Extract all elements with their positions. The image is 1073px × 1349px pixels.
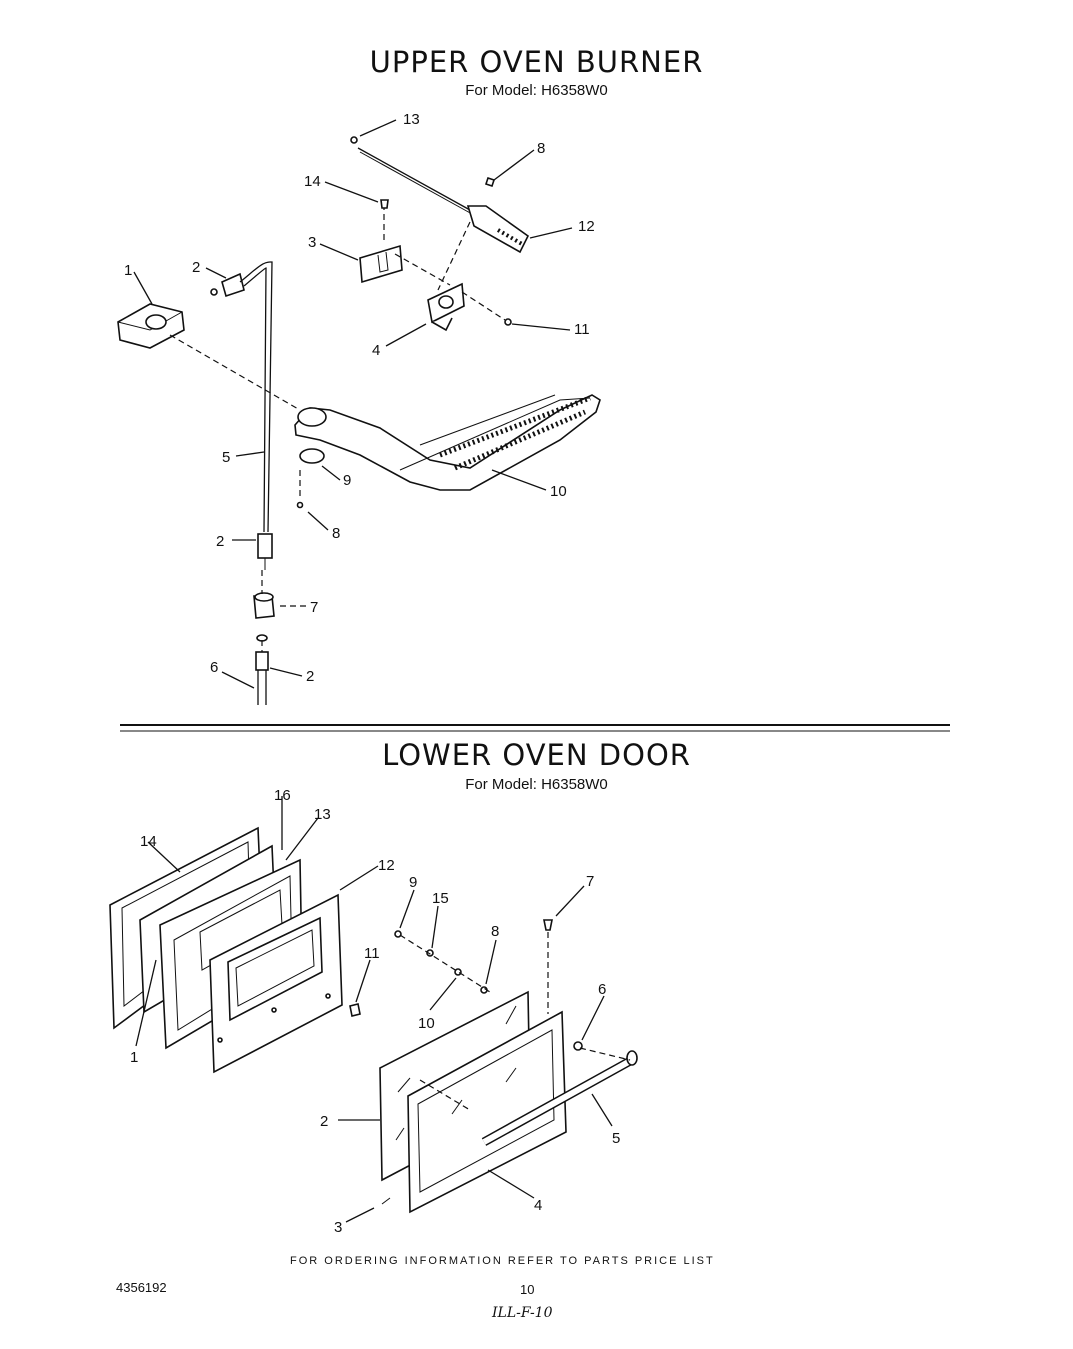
callout-7: 7 <box>586 873 594 890</box>
callout-12: 12 <box>378 857 395 874</box>
leader-5 <box>591 1093 613 1127</box>
callout-2: 2 <box>320 1113 328 1130</box>
callout-3: 3 <box>334 1219 342 1236</box>
leader-9 <box>399 889 415 929</box>
door-frame <box>407 1010 567 1214</box>
leader-2a <box>205 267 227 279</box>
leader-9 <box>321 465 341 481</box>
callout-14: 14 <box>304 173 321 190</box>
leader-11 <box>355 959 371 1003</box>
leader-5 <box>235 451 265 457</box>
callout-10: 10 <box>550 483 567 500</box>
callout-13: 13 <box>403 111 420 128</box>
leader-1 <box>133 271 153 305</box>
callout-15: 15 <box>432 890 449 907</box>
callout-12: 12 <box>578 218 595 235</box>
leader-12 <box>339 865 379 891</box>
callout-1: 1 <box>130 1049 138 1066</box>
callout-7: 7 <box>310 599 318 616</box>
ordering-notice: FOR ORDERING INFORMATION REFER TO PARTS … <box>290 1255 715 1267</box>
leader-13 <box>285 817 319 861</box>
leader-4 <box>487 1169 535 1199</box>
lower-section-title: LOWER OVEN DOOR <box>382 738 691 772</box>
leader-13 <box>359 119 397 137</box>
callout-2: 2 <box>192 259 200 276</box>
leader-6 <box>221 671 255 689</box>
callout-8: 8 <box>491 923 499 940</box>
upper-diagram: 13 8 14 12 3 1 2 11 4 5 9 10 8 2 7 6 2 <box>117 111 601 705</box>
callout-8: 8 <box>537 140 545 157</box>
leader-15 <box>431 905 439 949</box>
page-number: 10 <box>520 1282 535 1297</box>
leader-10 <box>429 977 457 1011</box>
leader-12 <box>529 227 573 239</box>
leader-1 <box>135 959 157 1047</box>
callout-11: 11 <box>364 945 380 962</box>
callout-16: 16 <box>274 787 291 804</box>
upper-model-subtitle: For Model: H6358W0 <box>465 82 608 99</box>
leader-8b <box>307 511 329 531</box>
upper-section-title: UPPER OVEN BURNER <box>369 45 704 79</box>
callout-6: 6 <box>598 981 606 998</box>
callout-10: 10 <box>418 1015 435 1032</box>
callout-1: 1 <box>124 262 132 279</box>
leader-14 <box>147 841 181 873</box>
leader-6 <box>581 995 605 1041</box>
leader-7 <box>555 885 585 917</box>
lower-diagram: 16 13 14 12 9 15 7 8 11 6 10 1 2 5 4 3 <box>109 787 638 1236</box>
callout-14: 14 <box>140 833 157 850</box>
callout-3: 3 <box>308 234 316 251</box>
callout-2c: 2 <box>306 668 314 685</box>
leader-8 <box>485 939 497 985</box>
door-liner-panels <box>109 826 343 1074</box>
leader-3 <box>345 1207 375 1223</box>
callout-2b: 2 <box>216 533 224 550</box>
callout-8b: 8 <box>332 525 340 542</box>
callout-5: 5 <box>612 1130 620 1147</box>
lower-model-subtitle: For Model: H6358W0 <box>465 776 608 793</box>
leader-10 <box>491 469 547 491</box>
handwritten-note: ILL-F-10 <box>492 1305 553 1321</box>
callout-4: 4 <box>372 342 380 359</box>
callout-9: 9 <box>409 874 417 891</box>
valve-part <box>117 303 185 349</box>
leader-8a <box>493 149 535 181</box>
callout-9: 9 <box>343 472 351 489</box>
callout-4: 4 <box>534 1197 542 1214</box>
document-number: 4356192 <box>116 1280 167 1295</box>
burner-part <box>294 394 601 491</box>
callout-6: 6 <box>210 659 218 676</box>
callout-11: 11 <box>574 321 590 338</box>
leader-2c <box>269 667 303 677</box>
leader-3 <box>319 243 359 261</box>
callout-13: 13 <box>314 806 331 823</box>
leader-14 <box>324 181 379 203</box>
leader-11 <box>511 323 571 331</box>
callout-5: 5 <box>222 449 230 466</box>
leader-4 <box>385 323 427 347</box>
door-handle <box>481 1050 638 1146</box>
